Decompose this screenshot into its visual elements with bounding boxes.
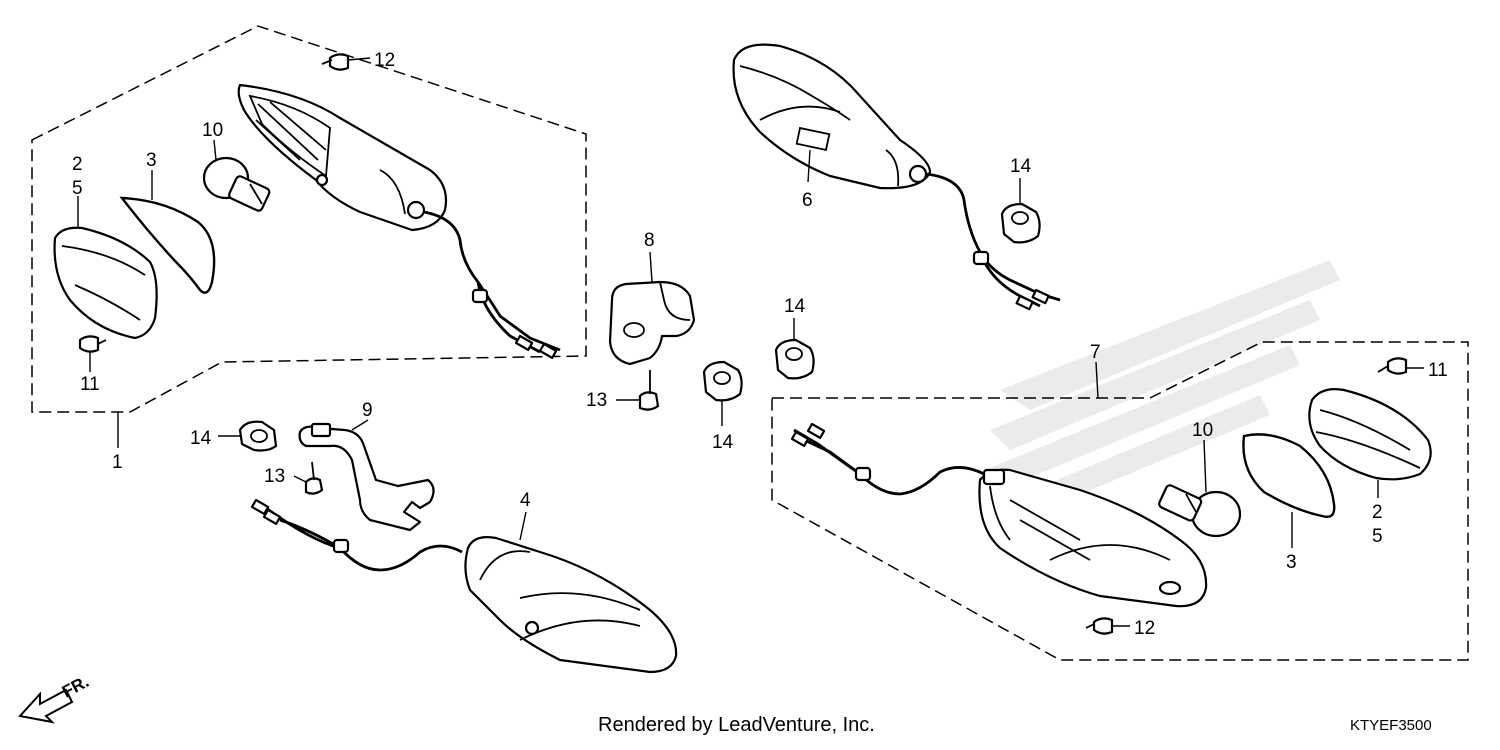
callout-11-left: 11: [80, 374, 100, 395]
wire-harness-6: [925, 172, 1061, 311]
nut-14-center-left: [702, 360, 743, 426]
callout-14-center-left: 14: [712, 432, 734, 453]
callout-10-right: 10: [1192, 420, 1213, 441]
leader-7: [1095, 361, 1099, 399]
front-arrow-icon: [18, 688, 74, 724]
callout-4: 4: [520, 490, 531, 511]
callout-12-top: 12: [374, 50, 395, 71]
callout-11-right: 11: [1428, 360, 1448, 381]
callout-10-top-left: 10: [202, 120, 223, 141]
callout-7: 7: [1090, 342, 1101, 363]
wire-harness-right: [790, 422, 985, 496]
assembly-boundary-1: [31, 25, 587, 413]
bulb-right: [1158, 439, 1242, 538]
callout-13-left: 13: [264, 466, 285, 487]
callout-2-top-left: 2: [72, 154, 83, 175]
bolt-13-left: [293, 461, 324, 495]
callout-13-center: 13: [586, 390, 607, 411]
callout-6: 6: [802, 190, 813, 211]
callout-9: 9: [362, 400, 373, 421]
callout-3-right: 3: [1286, 552, 1297, 573]
nut-14-right-top: [1000, 178, 1041, 244]
callout-8: 8: [644, 230, 655, 251]
bulb-left: [202, 156, 271, 212]
nut-14-center-right: [774, 318, 815, 380]
turn-signal-housing-right: [978, 468, 1208, 608]
wire-harness-left: [423, 210, 561, 360]
gasket-right: [1242, 433, 1336, 518]
diagram-code: KTYEF3500: [1350, 717, 1432, 734]
turn-signal-6: [732, 43, 932, 190]
screw-12-top: [321, 53, 371, 71]
front-direction-indicator: FR.: [18, 672, 92, 724]
lens-right: [1308, 388, 1432, 498]
callout-14-right-top: 14: [1010, 156, 1032, 177]
footer-credit: Rendered by LeadVenture, Inc.: [598, 714, 875, 736]
callout-2-right: 2: [1372, 502, 1383, 523]
gasket-left: [119, 196, 216, 294]
screw-11-left: [78, 335, 107, 353]
callout-14-center-right: 14: [784, 296, 806, 317]
callout-labels: 1 2 5 3 10 12 11 14 13 9 4 8 13 14 14 6 …: [72, 50, 1448, 639]
bracket-9: [298, 419, 435, 532]
wire-harness-4: [250, 498, 463, 572]
turn-signal-housing-left: [237, 83, 448, 232]
callout-12-bottom: 12: [1134, 618, 1155, 639]
screw-12-bottom: [1085, 617, 1130, 635]
callout-14-left: 14: [190, 428, 212, 449]
callout-1: 1: [112, 452, 123, 473]
bolt-13-center: [616, 370, 660, 411]
callout-5-right: 5: [1372, 526, 1383, 547]
assembly-boundary-7: [771, 341, 1469, 661]
callout-3-top-left: 3: [146, 150, 157, 171]
lens-left: [53, 226, 158, 340]
nut-14-left: [218, 420, 278, 452]
leader-10a: [213, 139, 217, 161]
screw-11-right: [1377, 357, 1424, 375]
turn-signal-4: [464, 511, 678, 674]
bracket-8: [608, 251, 696, 366]
callout-5-top-left: 5: [72, 178, 83, 199]
